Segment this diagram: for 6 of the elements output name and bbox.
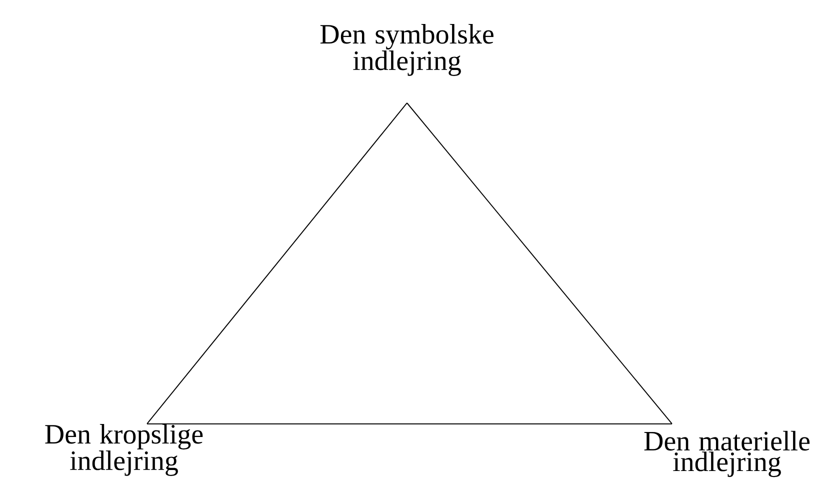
- label-text: Den materielle indlejring: [644, 430, 810, 478]
- label-text: Den kropslige indlejring: [45, 424, 203, 476]
- line: [146, 102, 408, 424]
- line: [146, 423, 672, 424]
- label-text: Den symbolske indlejring: [320, 24, 494, 76]
- line: [406, 102, 672, 424]
